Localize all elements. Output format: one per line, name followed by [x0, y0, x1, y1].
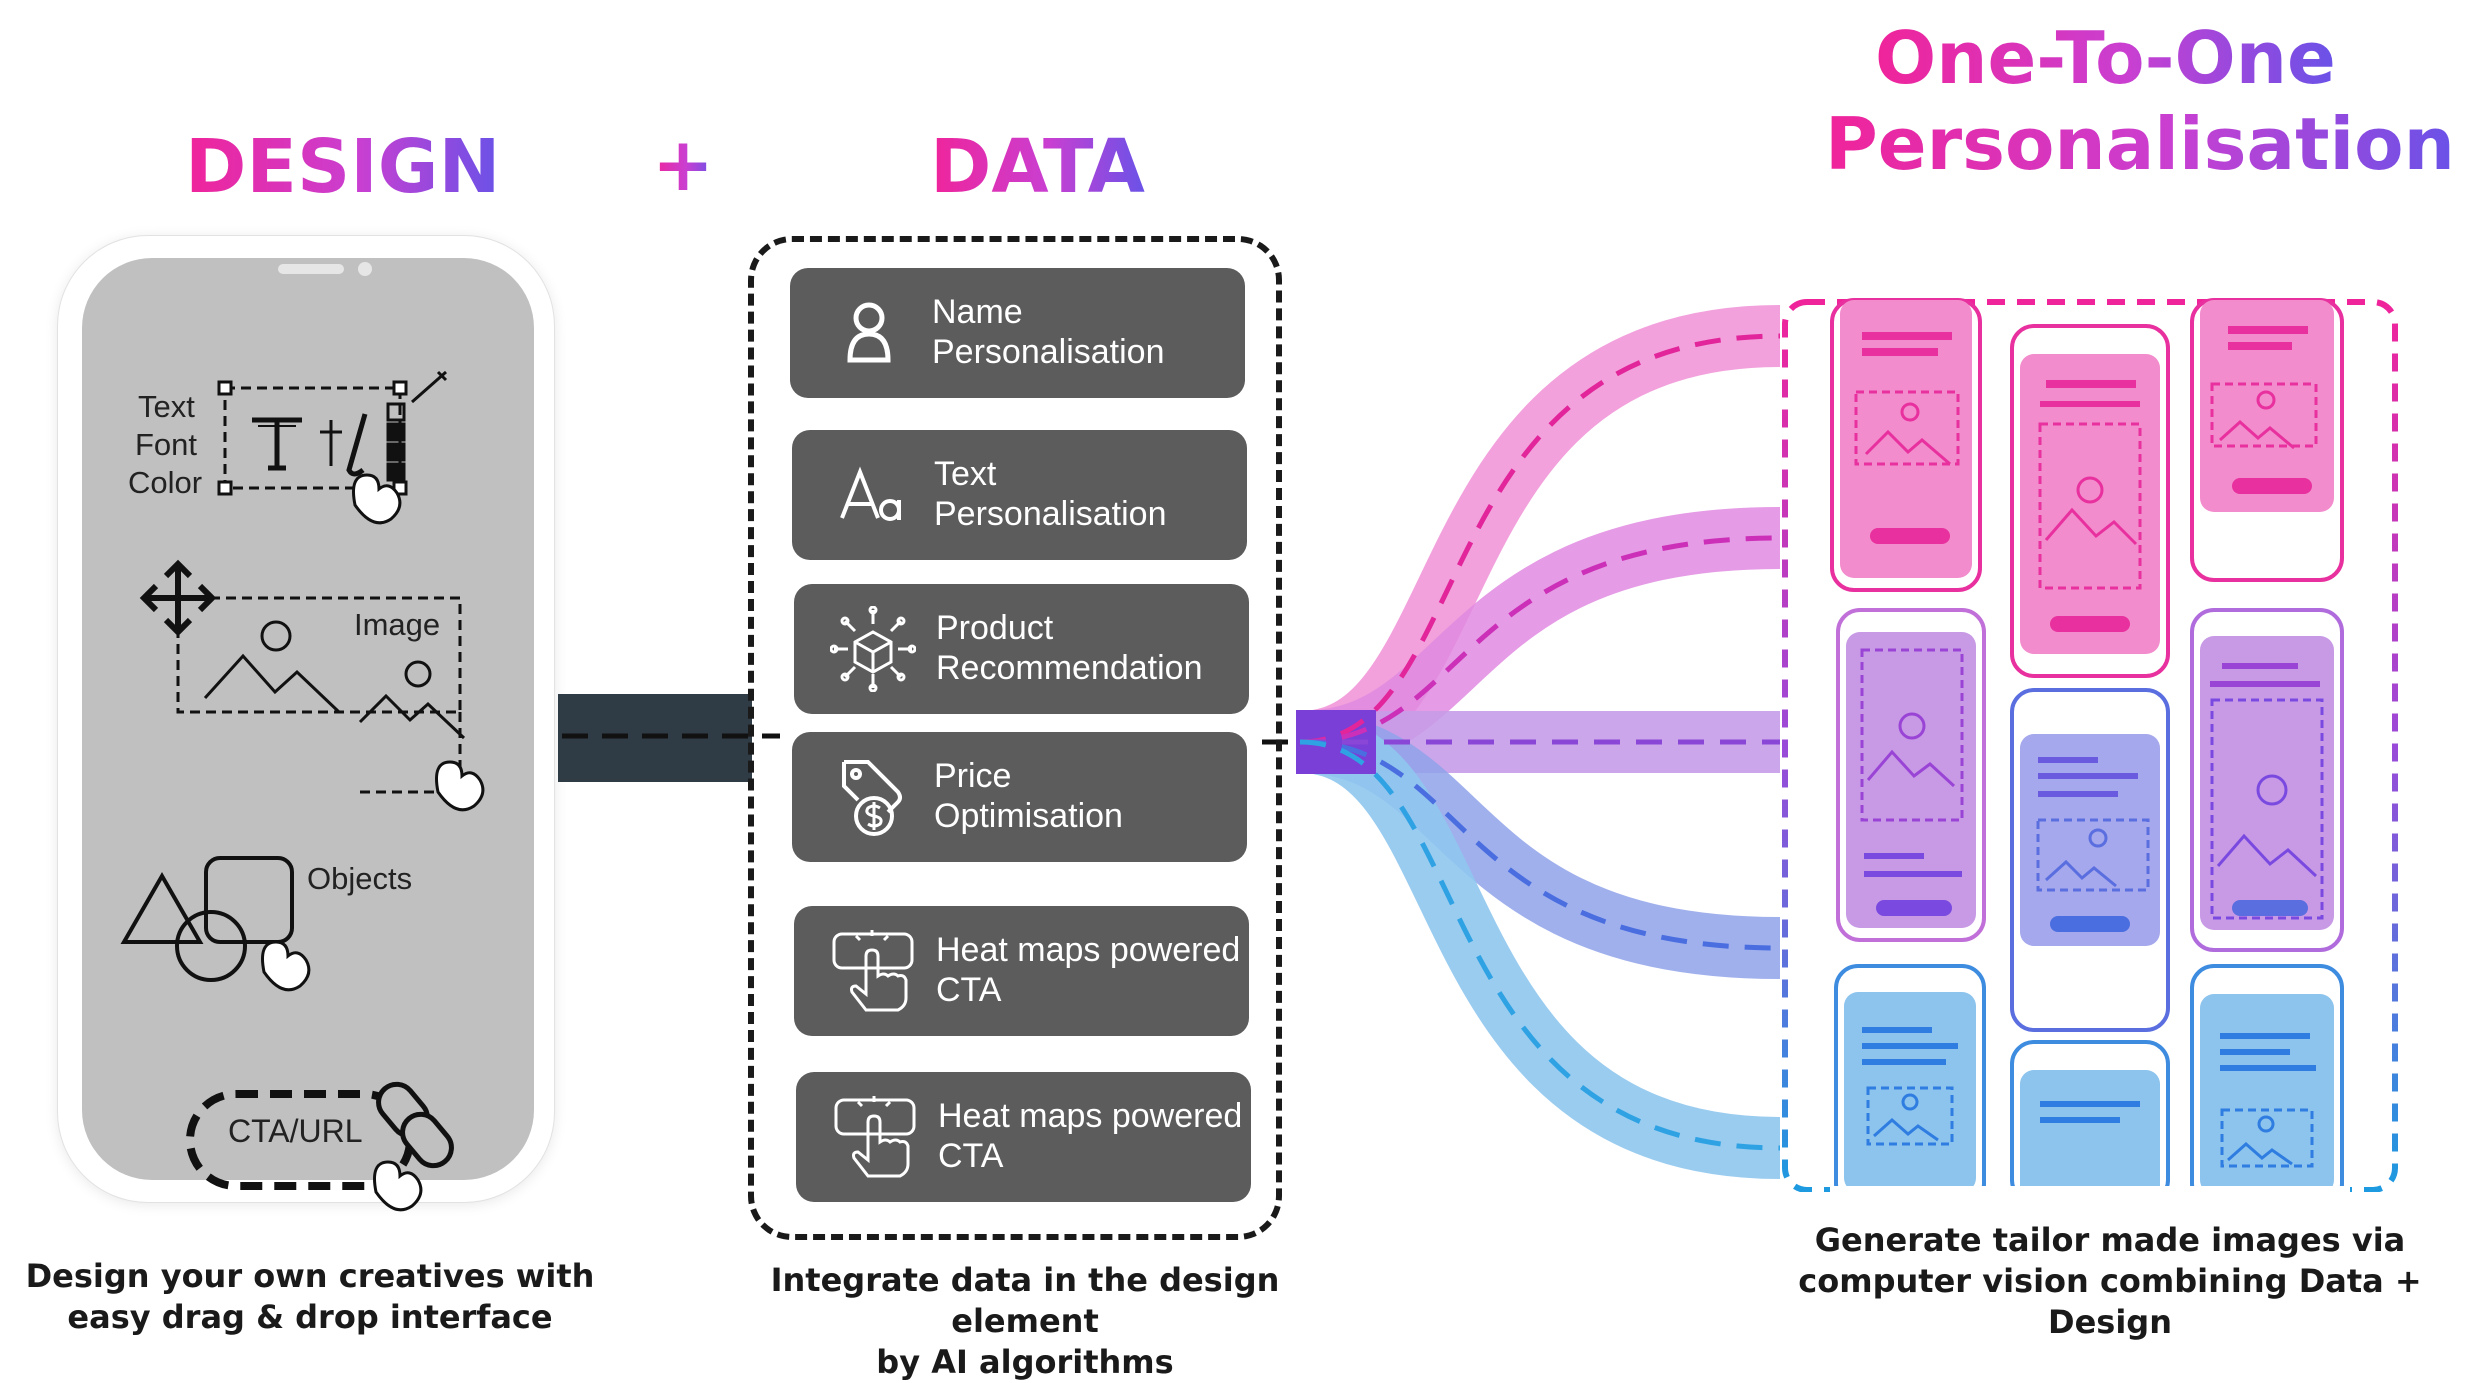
data-caption: Integrate data in the design element by … [710, 1260, 1340, 1383]
phone-camera [358, 262, 372, 276]
text-tool-icon [217, 370, 448, 525]
flow-ribbons [1296, 305, 1781, 1179]
phone-drawings [120, 370, 485, 1212]
output-caption-line2: computer vision combining Data + Design [1798, 1262, 2422, 1341]
person-icon [847, 302, 891, 363]
data-card-text-line2: Personalisation [934, 495, 1167, 533]
personalisation-heading-line1: One-To-One [1875, 16, 2336, 100]
image-tool-icon [139, 559, 485, 812]
design-heading: DESIGN [185, 124, 501, 210]
output-grid [1782, 298, 2398, 1208]
tap-hand-icon [832, 930, 914, 1012]
data-card-cta-1-line1: Heat maps powered [936, 931, 1241, 969]
data-card-cta-2-line1: Heat maps powered [938, 1097, 1243, 1135]
design-caption-line2: easy drag & drop interface [67, 1298, 553, 1336]
design-caption: Design your own creatives with easy drag… [20, 1256, 600, 1338]
cta-tool-label: CTA/URL [228, 1113, 363, 1149]
data-card-product-line2: Recommendation [936, 649, 1203, 687]
price-tag-icon [842, 760, 902, 836]
output-frame [1782, 299, 2398, 1193]
cta-tool-icon [186, 1081, 454, 1212]
product-box-icon [830, 606, 916, 692]
data-card-text-line1: Text [934, 455, 997, 493]
plus-sign: + [652, 122, 715, 208]
data-card-name-line2: Personalisation [932, 333, 1165, 371]
data-card-cta-1-line2: CTA [936, 971, 1002, 1009]
text-tool-label-text: Text [138, 389, 195, 424]
mini-phone-contents [1854, 326, 2324, 1168]
data-card-price-line2: Optimisation [934, 797, 1123, 835]
personalisation-heading-line2: Personalisation [1825, 102, 2455, 186]
data-card-product-line1: Product [936, 609, 1054, 647]
data-panel [748, 236, 1282, 1240]
output-caption: Generate tailor made images via computer… [1760, 1220, 2460, 1343]
objects-tool-label: Objects [307, 861, 413, 896]
text-tool-label-font: Font [135, 427, 198, 462]
data-caption-line2: by AI algorithms [876, 1343, 1174, 1381]
text-tool-label-color: Color [128, 465, 203, 500]
data-card-cta-2-line2: CTA [938, 1137, 1004, 1175]
text-aa-icon [840, 466, 901, 521]
output-caption-line1: Generate tailor made images via [1814, 1221, 2406, 1259]
tap-hand-icon [834, 1096, 916, 1178]
objects-tool-icon [120, 856, 311, 992]
phone-speaker [278, 264, 344, 274]
data-heading: DATA [930, 124, 1145, 210]
data-card-price-line1: Price [934, 757, 1012, 795]
design-caption-line1: Design your own creatives with [25, 1257, 595, 1295]
data-card-name-line1: Name [932, 293, 1023, 331]
image-tool-label: Image [354, 607, 441, 642]
mini-phones [1830, 298, 2344, 1208]
data-caption-line1: Integrate data in the design element [770, 1261, 1280, 1340]
